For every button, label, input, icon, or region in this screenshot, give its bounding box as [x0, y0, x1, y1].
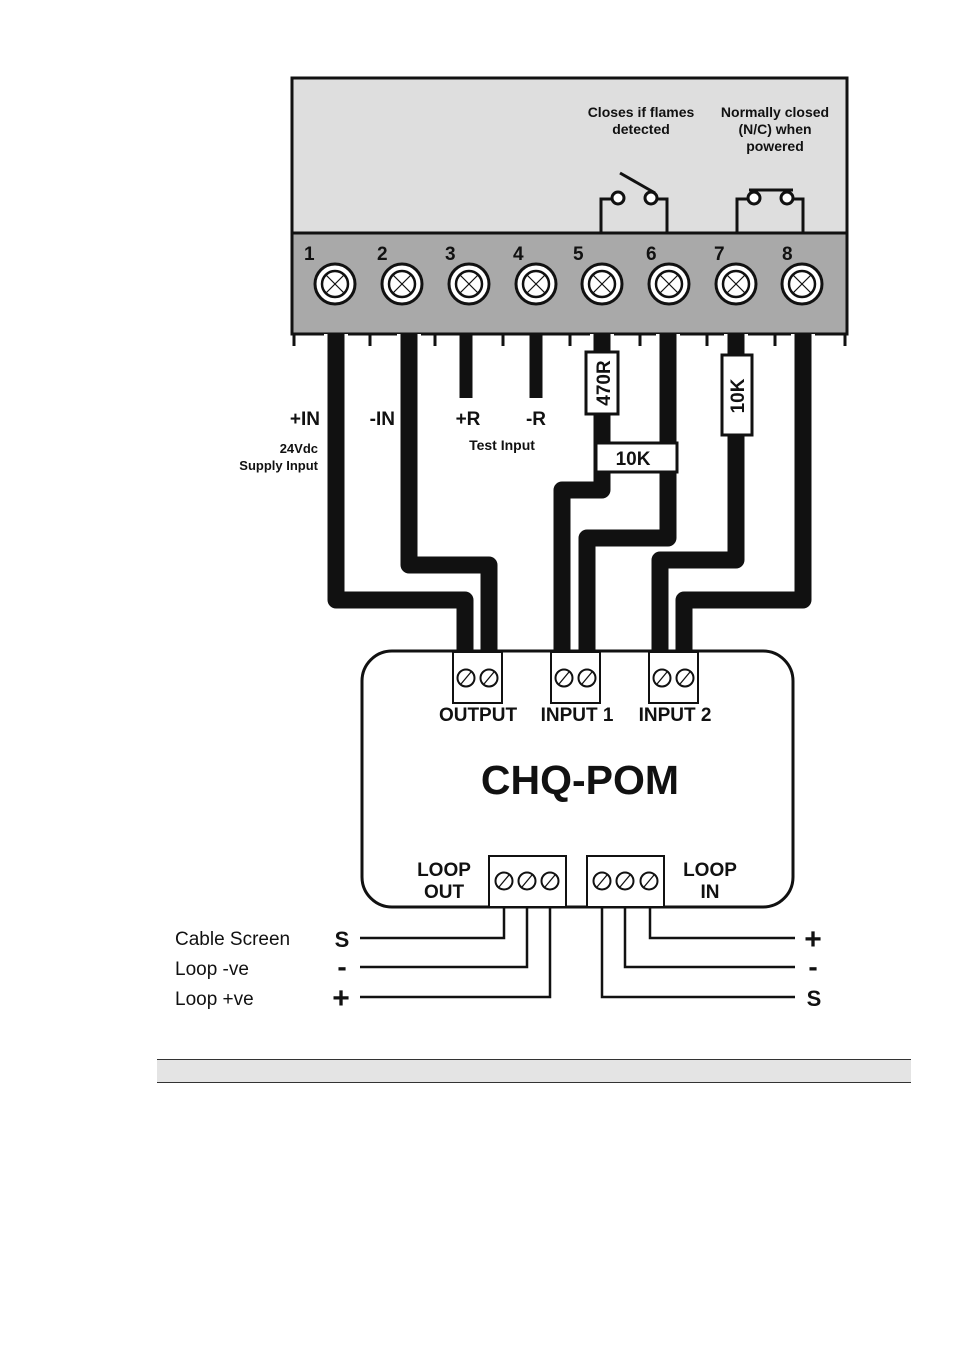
module-terminal-blocks [452, 651, 699, 908]
minus-symbol-right: - [808, 951, 817, 982]
plus-symbol-right: + [804, 923, 822, 956]
resistor-10k-horizontal [594, 441, 679, 474]
loop-in-label-2: IN [701, 882, 720, 903]
wire [675, 334, 812, 652]
terminal-screws [313, 262, 824, 306]
minus-r-label: -R [526, 409, 546, 430]
cable-screen-label: Cable Screen [175, 929, 290, 950]
loop-negative-label: Loop -ve [175, 959, 249, 980]
loop-out-label-1: LOOP [417, 860, 471, 881]
plus-r-label: +R [456, 409, 481, 430]
wire [651, 334, 745, 652]
open-switch-icon [599, 171, 669, 233]
terminal-strip [290, 231, 849, 336]
terminal-screw-icon [714, 262, 758, 306]
loop-positive-label: Loop +ve [175, 989, 254, 1010]
loop-wires [360, 907, 795, 999]
two-way-terminal-block [648, 651, 699, 704]
wire [400, 334, 498, 652]
terminal-number: 5 [573, 244, 584, 265]
terminal-screw-icon [313, 262, 357, 306]
resistor-10k-vertical [720, 353, 754, 437]
wire [578, 334, 677, 652]
two-way-terminal-block [452, 651, 503, 704]
terminal-screw-icon [447, 262, 491, 306]
resistor-10k-horizontal-label: 10K [616, 449, 651, 470]
detector-housing [290, 76, 849, 235]
terminal-screw-icon [514, 262, 558, 306]
terminal-number: 1 [304, 244, 315, 265]
terminal-screw-icon [647, 262, 691, 306]
two-way-terminal-block [550, 651, 601, 704]
plus-in-label: +IN [290, 409, 320, 430]
terminal-number: 6 [646, 244, 657, 265]
terminal-screw-icon [580, 262, 624, 306]
terminal-screw-icon [780, 262, 824, 306]
terminal-number: 2 [377, 244, 388, 265]
plus-symbol-left: + [332, 982, 350, 1015]
input1-label: INPUT 1 [541, 705, 614, 726]
screen-symbol-left: S [335, 927, 350, 952]
footer-bar [157, 1059, 911, 1083]
strip-ticks [292, 334, 847, 346]
input2-label: INPUT 2 [639, 705, 712, 726]
flame-relay-label-2: detected [612, 121, 670, 137]
minus-symbol-left: - [337, 951, 346, 982]
supply-note-2: Supply Input [239, 458, 318, 473]
terminal-numbers: 1 2 3 4 5 6 7 8 [304, 244, 793, 265]
loop-in-label-1: LOOP [683, 860, 737, 881]
wire [327, 334, 474, 652]
resistor-10k-vertical-label: 10K [728, 378, 749, 413]
terminal-number: 8 [782, 244, 793, 265]
closed-switch-icon [735, 188, 805, 233]
output-label: OUTPUT [439, 705, 518, 726]
flame-relay-label-1: Closes if flames [588, 104, 695, 120]
terminal-number: 4 [513, 244, 524, 265]
fault-relay-label-3: powered [746, 138, 804, 154]
resistor-470r-label: 470R [594, 360, 615, 406]
terminal-screw-icon [380, 262, 424, 306]
test-input-label: Test Input [469, 437, 535, 453]
three-way-terminal-block [586, 855, 665, 908]
loop-out-label-2: OUT [424, 882, 465, 903]
fault-relay-label-2: (N/C) when [738, 121, 811, 137]
supply-note-1: 24Vdc [280, 441, 318, 456]
three-way-terminal-block [488, 855, 567, 908]
minus-in-label: -IN [370, 409, 395, 430]
terminal-number: 7 [714, 244, 725, 265]
screen-symbol-right: S [807, 986, 822, 1011]
terminal-number: 3 [445, 244, 456, 265]
resistor-470r [584, 350, 620, 416]
fault-relay-label-1: Normally closed [721, 104, 829, 120]
module-title: CHQ-POM [481, 757, 679, 803]
